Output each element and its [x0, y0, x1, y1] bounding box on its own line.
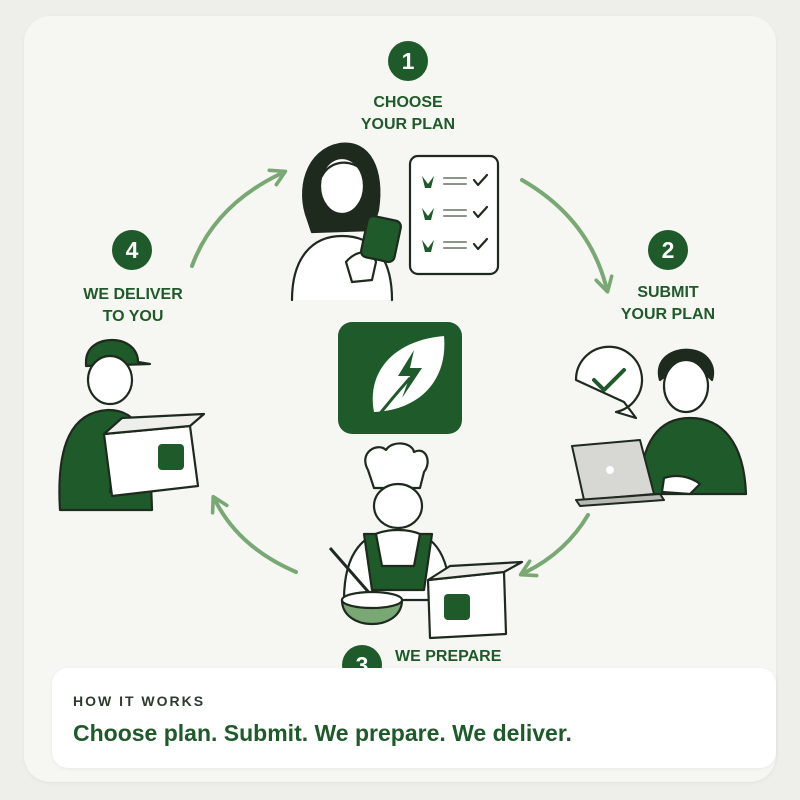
- caption-card: HOW IT WORKS Choose plan. Submit. We pre…: [52, 668, 776, 768]
- step-4-badge: 4: [112, 230, 152, 270]
- step-2-label: SUBMIT YOUR PLAN: [620, 284, 716, 323]
- delivery-box-icon: [102, 412, 206, 498]
- check-bubble-icon: [574, 345, 644, 420]
- step-4-label: WE DELIVER TO YOU: [83, 286, 183, 325]
- arrow-3-to-4: [210, 494, 298, 574]
- delivery-box-icon: [426, 560, 524, 640]
- step-1-label: CHOOSE YOUR PLAN: [360, 94, 456, 133]
- arrow-4-to-1: [190, 168, 288, 268]
- laptop-icon: [571, 439, 665, 507]
- man-at-laptop-illustration: [638, 348, 748, 496]
- arrow-2-to-3: [518, 513, 590, 578]
- step-2-badge: 2: [648, 230, 688, 270]
- chef-bowl-icon: [340, 590, 404, 626]
- caption-text: Choose plan. Submit. We prepare. We deli…: [73, 720, 572, 746]
- leaf-bolt-logo-icon: [338, 322, 462, 434]
- arrow-1-to-2: [520, 178, 614, 294]
- checklist-icon: [408, 154, 500, 276]
- chef-illustration: [328, 442, 452, 602]
- step-1-badge: 1: [388, 41, 428, 81]
- woman-with-phone-illustration: [290, 142, 402, 302]
- caption-kicker: HOW IT WORKS: [73, 693, 206, 709]
